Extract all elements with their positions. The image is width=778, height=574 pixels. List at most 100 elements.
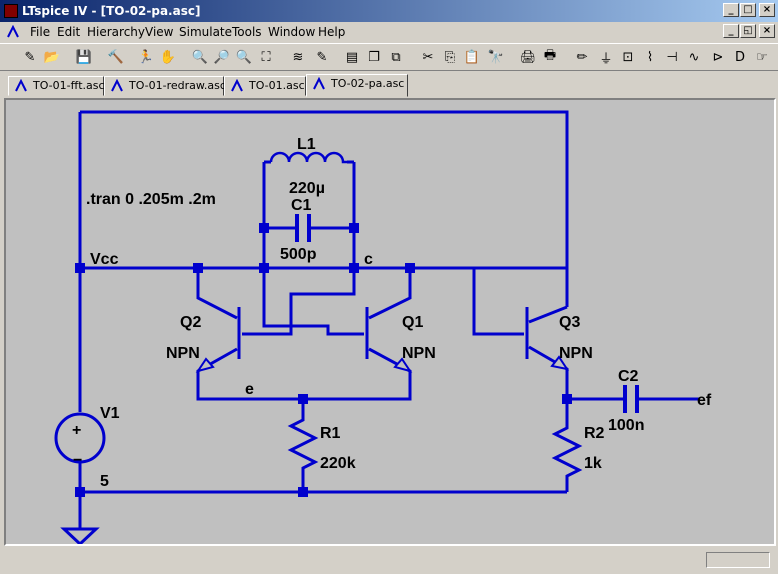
ltspice-app-icon[interactable] — [4, 4, 18, 18]
c1-value[interactable]: 500p — [280, 246, 317, 263]
zoom-fit-icon[interactable]: ⛶ — [261, 49, 271, 65]
doc-close-button[interactable]: × — [759, 24, 775, 38]
junction-dot — [298, 394, 308, 404]
menu-file[interactable]: File — [30, 25, 51, 39]
q1-type[interactable]: NPN — [402, 345, 436, 362]
junction-dot — [75, 263, 85, 273]
v1-plus: + — [72, 422, 81, 439]
document-tabs: TO-01-fft.asc TO-01-redraw.asc TO-01.asc… — [0, 72, 778, 98]
wire-q2-collector — [196, 268, 238, 320]
zoom-in-icon[interactable]: 🔍 — [191, 49, 209, 65]
q2-emitter-arrow — [195, 357, 215, 373]
doc-minimize-button[interactable]: _ — [723, 24, 739, 38]
close-button[interactable]: × — [759, 3, 775, 17]
close-all-icon[interactable]: ⧉ — [391, 49, 401, 65]
q3-name: Q3 — [559, 314, 580, 331]
ground-symbol — [60, 527, 100, 544]
wire-q3-collector — [528, 305, 568, 324]
halt-icon[interactable]: ✋ — [159, 49, 177, 65]
schematic-tab-icon — [111, 79, 123, 92]
save-icon[interactable]: 💾 — [75, 49, 93, 65]
junction-dot — [259, 263, 269, 273]
menu-window[interactable]: Window — [268, 25, 316, 39]
capacitor-icon[interactable]: ⊣ — [666, 49, 678, 65]
cut-icon[interactable]: ✂ — [422, 49, 434, 65]
find-icon[interactable]: 🔭 — [487, 49, 505, 65]
menu-view[interactable]: View — [145, 25, 174, 39]
junction-dot — [349, 223, 359, 233]
zoom-out-icon[interactable]: 🔍 — [235, 49, 253, 65]
c2-name: C2 — [618, 368, 639, 385]
r1-value[interactable]: 220k — [320, 455, 356, 472]
window-title: LTspice IV - [TO-02-pa.asc] — [22, 4, 201, 18]
doc-restore-button[interactable]: ◱ — [740, 24, 756, 38]
menu-tools[interactable]: Tools — [232, 25, 262, 39]
tab-to-01[interactable]: TO-01.asc — [224, 76, 306, 96]
spice-directive[interactable]: .tran 0 .205m .2m — [86, 191, 216, 208]
q3-emitter-arrow — [550, 355, 570, 371]
tab-to-01-fft[interactable]: TO-01-fft.asc — [8, 76, 105, 96]
c1-name: C1 — [291, 197, 312, 214]
schematic-drawing[interactable]: .tran 0 .205m .2m L1 220µ C1 500p Vcc c … — [6, 100, 774, 544]
q2-type[interactable]: NPN — [166, 345, 200, 362]
status-bar — [0, 548, 778, 574]
tile-horizontal-icon[interactable]: ▤ — [345, 49, 359, 65]
inductor-icon[interactable]: ∿ — [688, 49, 700, 65]
control-panel-icon[interactable]: 🔨 — [107, 49, 125, 65]
cascade-icon[interactable]: ❐ — [368, 49, 380, 65]
net-label-e: e — [245, 381, 254, 398]
paste-icon[interactable]: 📋 — [463, 49, 481, 65]
print-setup-icon[interactable]: 🖨 — [519, 49, 537, 65]
q3-type[interactable]: NPN — [559, 345, 593, 362]
menu-help[interactable]: Help — [318, 25, 346, 39]
r2-value[interactable]: 1k — [584, 455, 602, 472]
junction-dot — [405, 263, 415, 273]
label-net-icon[interactable]: ⊡ — [622, 49, 634, 65]
tab-label: TO-01.asc — [249, 79, 305, 92]
schematic-doc-icon[interactable] — [6, 25, 20, 39]
schematic-tab-icon — [313, 77, 325, 90]
print-icon[interactable]: 🖶 — [543, 48, 557, 63]
menu-bar: File Edit Hierarchy View Simulate Tools … — [0, 22, 778, 42]
open-icon[interactable]: 📂 — [43, 49, 61, 65]
l1-coil — [269, 151, 347, 164]
menu-hierarchy[interactable]: Hierarchy — [87, 25, 146, 39]
wire-r2 — [551, 422, 583, 492]
menu-edit[interactable]: Edit — [57, 25, 81, 39]
v1-source-circle — [54, 412, 106, 464]
wire-q2-emitter — [196, 347, 412, 401]
net-label-ef: ef — [697, 392, 712, 409]
v1-minus: − — [73, 452, 82, 469]
minimize-button[interactable]: _ — [723, 3, 739, 17]
diode-icon[interactable]: ⊳ — [712, 49, 724, 65]
tab-label: TO-01-redraw.asc — [129, 79, 226, 92]
tab-to-02-pa[interactable]: TO-02-pa.asc — [306, 74, 408, 97]
cursor-icon[interactable]: ✎ — [316, 49, 328, 65]
junction-dot — [562, 394, 572, 404]
copy-icon[interactable]: ⎘ — [444, 49, 456, 65]
draw-wire-icon[interactable]: ✏ — [576, 49, 588, 65]
ground-icon[interactable]: ⏚ — [599, 51, 613, 67]
q1-name: Q1 — [402, 314, 423, 331]
c2-value[interactable]: 100n — [608, 417, 644, 434]
autorange-icon[interactable]: ≋ — [292, 49, 304, 65]
junction-dot — [75, 487, 85, 497]
move-icon[interactable]: ☞ — [756, 49, 768, 65]
q2-name: Q2 — [180, 314, 201, 331]
r2-name: R2 — [584, 425, 605, 442]
new-schematic-icon[interactable]: ✎ — [24, 49, 36, 65]
junction-dot — [259, 223, 269, 233]
schematic-canvas[interactable]: .tran 0 .205m .2m L1 220µ C1 500p Vcc c … — [4, 98, 776, 546]
v1-value[interactable]: 5 — [100, 473, 109, 490]
wire-q3-base — [472, 268, 524, 336]
run-icon[interactable]: 🏃 — [137, 49, 155, 65]
menu-simulate[interactable]: Simulate — [179, 25, 233, 39]
resistor-icon[interactable]: ⌇ — [646, 49, 654, 65]
maximize-button[interactable]: □ — [740, 3, 756, 17]
tab-to-01-redraw[interactable]: TO-01-redraw.asc — [104, 76, 226, 96]
pan-icon[interactable]: 🔎 — [213, 49, 231, 65]
component-icon[interactable]: D — [734, 49, 745, 65]
schematic-tab-icon — [231, 79, 243, 92]
junction-dot — [298, 487, 308, 497]
l1-value[interactable]: 220µ — [289, 180, 325, 197]
